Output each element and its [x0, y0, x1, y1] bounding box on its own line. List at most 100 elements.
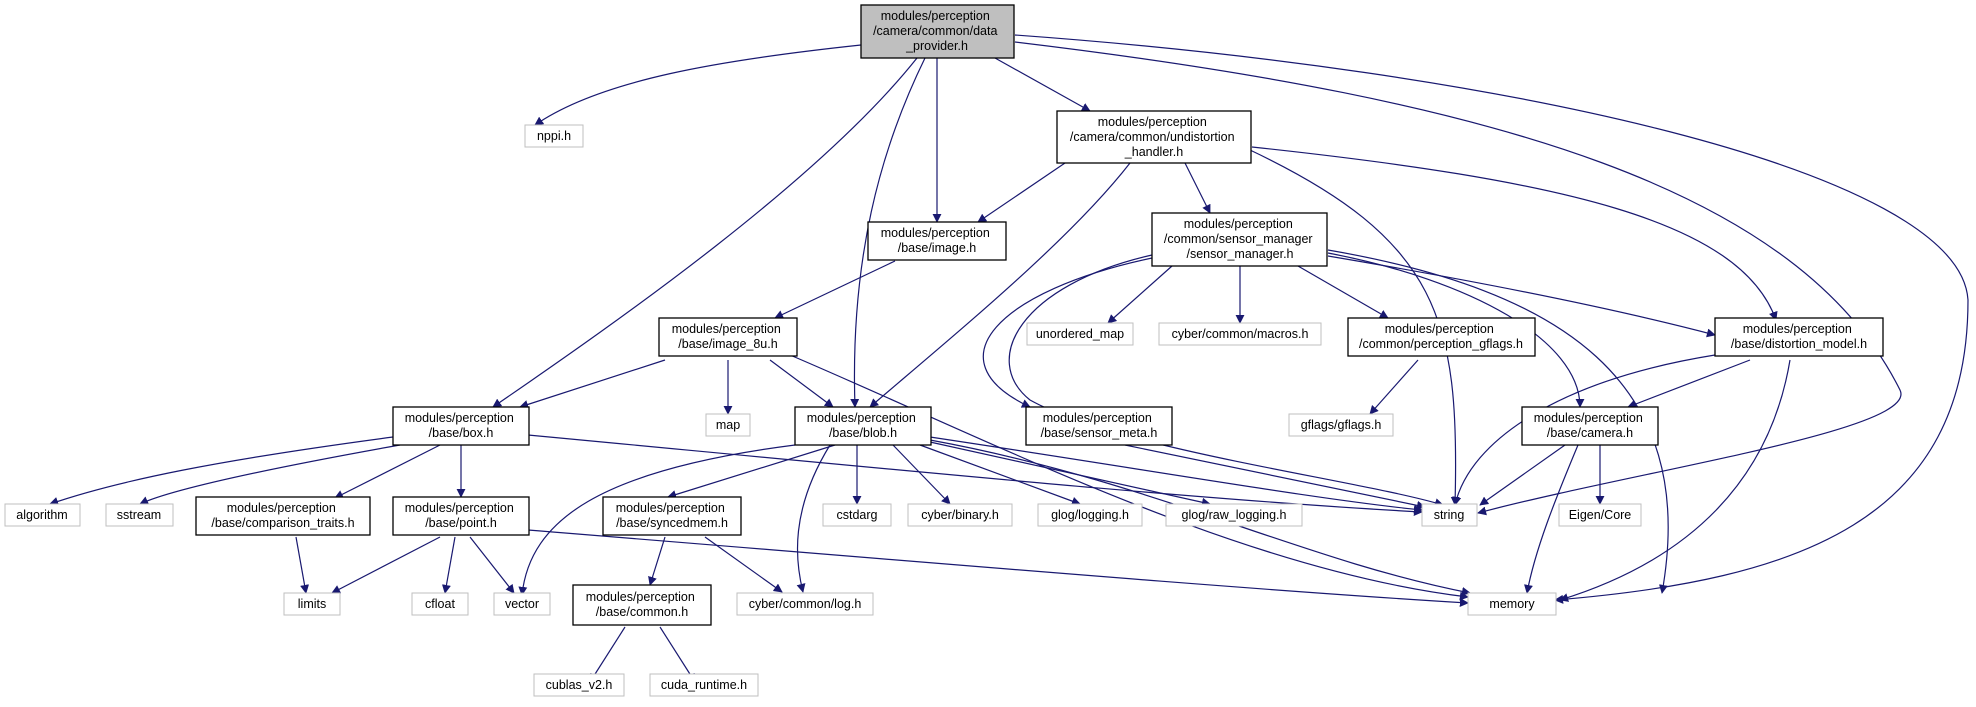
- svg-text:cfloat: cfloat: [425, 597, 455, 611]
- svg-text:gflags/gflags.h: gflags/gflags.h: [1301, 418, 1382, 432]
- edge-undistortion-to-blob: [869, 162, 1131, 408]
- edge-sensor-manager-to-camera: [1327, 252, 1585, 408]
- svg-text:modules/perception /ba: modules/perception /base/camera.h: [1534, 411, 1647, 440]
- edge-common-to-cuda-runtime: [659, 626, 696, 683]
- node-eigen[interactable]: Eigen/Core: [1558, 503, 1642, 527]
- svg-text:modules/perception /ba: modules/perception /base/box.h: [405, 411, 518, 440]
- svg-text:cstdarg: cstdarg: [837, 508, 878, 522]
- edge-undistortion-to-sensor-manager: [1184, 162, 1211, 214]
- node-syncedmem[interactable]: modules/perception /base/syncedmem.h: [602, 496, 742, 536]
- node-map[interactable]: map: [705, 413, 751, 437]
- node-nppi[interactable]: nppi.h: [524, 124, 584, 148]
- edge-box-to-string: [527, 434, 1423, 517]
- edge-data-provider-to-nppi: [534, 44, 862, 126]
- edge-undistortion-to-string: [1249, 149, 1460, 506]
- node-cuda-runtime[interactable]: cuda_runtime.h: [649, 673, 759, 697]
- svg-text:algorithm: algorithm: [16, 508, 67, 522]
- edge-box-to-sstream: [139, 444, 401, 505]
- edge-sensor-manager-to-gflags-header: [1297, 265, 1389, 319]
- node-macros[interactable]: cyber/common/macros.h: [1158, 322, 1322, 346]
- node-perception-gflags[interactable]: modules/perception /common/perception_gf…: [1347, 317, 1536, 357]
- node-undistortion-handler[interactable]: modules/perception /camera/common/undist…: [1056, 110, 1252, 164]
- node-raw-logging[interactable]: glog/raw_logging.h: [1165, 503, 1303, 527]
- edge-image8u-to-blob: [769, 359, 834, 408]
- edge-blob-to-vector: [518, 444, 796, 596]
- svg-text:modules/perception /ba: modules/perception /base/syncedmem.h: [616, 501, 729, 530]
- node-image[interactable]: modules/perception /base/image.h: [867, 221, 1007, 261]
- node-distortion-model[interactable]: modules/perception /base/distortion_mode…: [1714, 317, 1884, 357]
- edge-distortion-to-camera: [1627, 359, 1751, 409]
- node-camera[interactable]: modules/perception /base/camera.h: [1521, 406, 1659, 446]
- node-memory[interactable]: memory: [1467, 592, 1557, 616]
- edge-undistortion-to-distortion: [1251, 146, 1778, 321]
- node-string[interactable]: string: [1421, 503, 1478, 527]
- edge-image8u-to-box: [519, 359, 666, 409]
- node-blob[interactable]: modules/perception /base/blob.h: [794, 406, 932, 446]
- edge-point-to-vector: [469, 536, 515, 594]
- edge-camera-to-memory: [1524, 444, 1579, 594]
- svg-text:modules/perception /ba: modules/perception /base/image.h: [881, 226, 994, 255]
- svg-text:glog/raw_logging.h: glog/raw_logging.h: [1182, 508, 1287, 522]
- edge-camera-to-string: [1479, 444, 1566, 506]
- svg-text:cuda_runtime.h: cuda_runtime.h: [661, 678, 747, 692]
- node-binary[interactable]: cyber/binary.h: [907, 503, 1013, 527]
- edge-box-to-algorithm: [49, 436, 394, 506]
- svg-text:modules/perception /ba: modules/perception /base/point.h: [405, 501, 518, 530]
- svg-text:modules/perception /ca: modules/perception /camera/common/data _…: [873, 9, 1001, 53]
- svg-text:cyber/common/log.h: cyber/common/log.h: [749, 597, 862, 611]
- node-gflags[interactable]: gflags/gflags.h: [1288, 413, 1394, 437]
- node-cstdarg[interactable]: cstdarg: [822, 503, 892, 527]
- node-sensor-manager[interactable]: modules/perception /common/sensor_manage…: [1151, 212, 1328, 267]
- node-unordered-map[interactable]: unordered_map: [1026, 322, 1134, 346]
- edge-box-to-comparison-traits: [334, 444, 441, 499]
- edge-blob-to-binary: [892, 444, 951, 505]
- svg-text:modules/perception /ba: modules/perception /base/distortion_mode…: [1731, 322, 1867, 351]
- svg-text:modules/perception /co: modules/perception /common/perception_gf…: [1359, 322, 1523, 351]
- edge-syncedmem-to-log: [704, 536, 783, 593]
- node-logging[interactable]: glog/logging.h: [1037, 503, 1143, 527]
- svg-text:cublas_v2.h: cublas_v2.h: [546, 678, 613, 692]
- node-point[interactable]: modules/perception /base/point.h: [392, 496, 530, 536]
- edge-blob-to-log: [796, 444, 831, 593]
- node-cublas[interactable]: cublas_v2.h: [533, 673, 625, 697]
- edge-gflags-header-to-gflags: [1369, 359, 1419, 415]
- svg-text:modules/perception /ba: modules/perception /base/comparison_trai…: [211, 501, 354, 530]
- edge-data-provider-to-box: [492, 57, 918, 408]
- node-limits[interactable]: limits: [283, 592, 341, 616]
- svg-text:modules/perception /co: modules/perception /common/sensor_manage…: [1164, 217, 1316, 261]
- node-box[interactable]: modules/perception /base/box.h: [392, 406, 530, 446]
- svg-text:cyber/binary.h: cyber/binary.h: [921, 508, 999, 522]
- edge-point-to-memory: [527, 529, 1469, 608]
- node-common[interactable]: modules/perception /base/common.h: [572, 584, 712, 626]
- node-vector[interactable]: vector: [493, 592, 551, 616]
- edge-image-to-image8u: [774, 260, 896, 319]
- node-sstream[interactable]: sstream: [105, 503, 174, 527]
- node-comparison-traits[interactable]: modules/perception /base/comparison_trai…: [195, 496, 371, 536]
- svg-text:modules/perception /ca: modules/perception /camera/common/undist…: [1070, 115, 1238, 159]
- node-data-provider[interactable]: modules/perception /camera/common/data _…: [860, 4, 1015, 59]
- node-log[interactable]: cyber/common/log.h: [736, 592, 874, 616]
- edge-sensor-manager-to-memory: [1327, 249, 1669, 594]
- edge-sensor-manager-to-string: [1008, 254, 1444, 507]
- svg-text:Eigen/Core: Eigen/Core: [1569, 508, 1632, 522]
- svg-text:sstream: sstream: [117, 508, 161, 522]
- svg-text:unordered_map: unordered_map: [1036, 327, 1124, 341]
- edge-comparison-traits-to-limits: [295, 536, 310, 594]
- svg-text:memory: memory: [1489, 597, 1535, 611]
- node-algorithm[interactable]: algorithm: [4, 503, 81, 527]
- svg-text:nppi.h: nppi.h: [537, 129, 571, 143]
- svg-text:glog/logging.h: glog/logging.h: [1051, 508, 1129, 522]
- edge-image8u-to-memory: [789, 354, 1469, 601]
- svg-text:modules/perception /ba: modules/perception /base/sensor_meta.h: [1041, 411, 1158, 440]
- edge-distortion-to-memory: [1559, 359, 1791, 602]
- svg-text:string: string: [1434, 508, 1465, 522]
- svg-text:modules/perception /ba: modules/perception /base/image_8u.h: [672, 322, 785, 351]
- svg-text:modules/perception /ba: modules/perception /base/blob.h: [807, 411, 920, 440]
- edge-sensor-meta-to-string: [1124, 444, 1426, 510]
- node-cfloat[interactable]: cfloat: [411, 592, 469, 616]
- node-image-8u[interactable]: modules/perception /base/image_8u.h: [658, 317, 798, 357]
- node-sensor-meta[interactable]: modules/perception /base/sensor_meta.h: [1025, 406, 1173, 446]
- nodes: modules/perception /camera/common/data _…: [4, 4, 1884, 697]
- edge-data-provider-to-undistortion: [994, 57, 1091, 112]
